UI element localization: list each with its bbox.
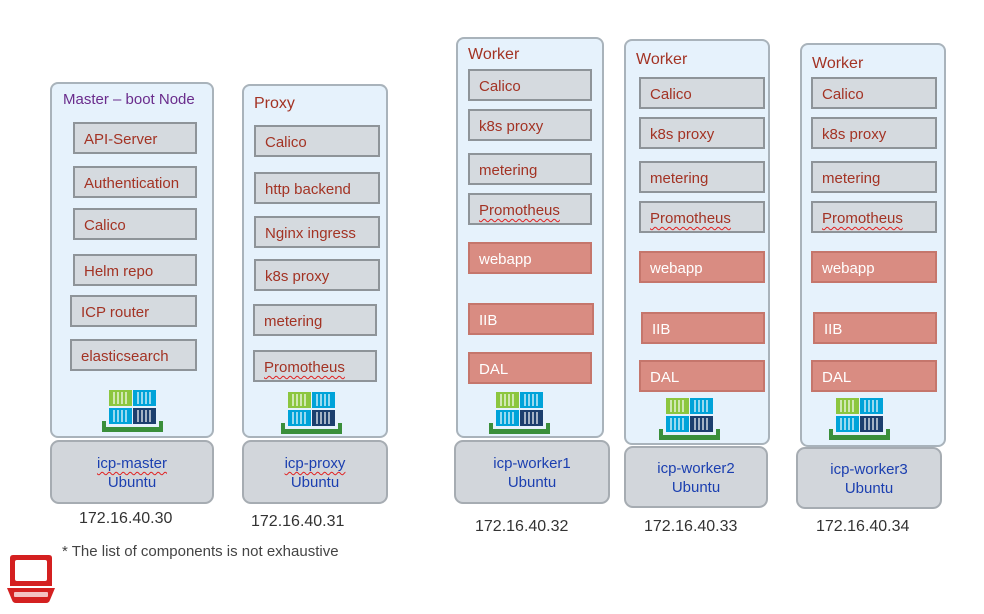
host-name: icp-worker3 [830,461,908,478]
host-name: icp-worker1 [493,455,571,472]
ip-address: 172.16.40.34 [816,518,910,535]
ip-address: 172.16.40.32 [475,518,569,535]
host-os: Ubuntu [671,479,721,496]
host-box-worker2: icp-worker2 Ubuntu [624,446,768,508]
ip-address: 172.16.40.31 [251,513,345,530]
host-box-worker1: icp-worker1 Ubuntu [454,440,610,504]
component-helm-repo: Helm repo [73,254,197,286]
app-iib: IIB [641,312,765,344]
component-label: Promotheus [264,359,345,376]
container-stack-icon [489,392,550,434]
container-stack-icon [659,398,720,440]
component-calico: Calico [811,77,937,109]
container-stack-icon [102,390,163,432]
node-title: Master – boot Node [63,91,195,108]
component-promotheus: Promotheus [639,201,765,233]
component-metering: metering [811,161,937,193]
node-panel-proxy: Proxy Calico http backend Nginx ingress … [242,84,388,438]
app-webapp: webapp [639,251,765,283]
component-label: Promotheus [822,210,903,227]
component-calico: Calico [639,77,765,109]
app-webapp: webapp [811,251,937,283]
component-promotheus: Promotheus [468,193,592,225]
host-box-proxy: icp-proxy Ubuntu [242,440,388,504]
component-metering: metering [253,304,377,336]
component-k8s-proxy: k8s proxy [254,259,380,291]
host-box-worker3: icp-worker3 Ubuntu [796,447,942,509]
app-dal: DAL [811,360,937,392]
host-os: Ubuntu [507,474,557,491]
component-metering: metering [639,161,765,193]
host-os: Ubuntu [107,474,157,491]
ip-address: 172.16.40.30 [79,510,173,527]
host-box-master: icp-master Ubuntu [50,440,214,504]
footnote: * The list of components is not exhausti… [62,543,339,560]
component-label: Promotheus [479,202,560,219]
node-title: Proxy [254,95,295,112]
app-webapp: webapp [468,242,592,274]
component-promotheus: Promotheus [253,350,377,382]
host-os: Ubuntu [290,474,340,491]
node-title: Worker [636,51,688,68]
component-label: Promotheus [650,210,731,227]
node-panel-worker3: Worker Calico k8s proxy metering Promoth… [800,43,946,447]
component-http-backend: http backend [254,172,380,204]
host-os: Ubuntu [844,480,894,497]
container-stack-icon [829,398,890,440]
laptop-icon [7,555,55,603]
node-panel-worker1: Worker Calico k8s proxy metering Promoth… [456,37,604,438]
app-dal: DAL [639,360,765,392]
node-title: Worker [812,55,864,72]
node-title: Worker [468,46,520,63]
component-calico: Calico [73,208,197,240]
node-panel-worker2: Worker Calico k8s proxy metering Promoth… [624,39,770,445]
component-metering: metering [468,153,592,185]
component-authentication: Authentication [73,166,197,198]
component-k8s-proxy: k8s proxy [468,109,592,141]
component-nginx-ingress: Nginx ingress [254,216,380,248]
node-panel-master: Master – boot Node API-Server Authentica… [50,82,214,438]
component-api-server: API-Server [73,122,197,154]
host-name: icp-worker2 [657,460,735,477]
component-k8s-proxy: k8s proxy [639,117,765,149]
host-name: icp-proxy [284,455,346,472]
component-calico: Calico [254,125,380,157]
component-calico: Calico [468,69,592,101]
container-stack-icon [281,392,342,434]
app-iib: IIB [468,303,594,335]
ip-address: 172.16.40.33 [644,518,738,535]
app-dal: DAL [468,352,592,384]
component-promotheus: Promotheus [811,201,937,233]
host-name: icp-master [96,455,167,472]
component-icp-router: ICP router [70,295,197,327]
component-k8s-proxy: k8s proxy [811,117,937,149]
app-iib: IIB [813,312,937,344]
component-elasticsearch: elasticsearch [70,339,197,371]
